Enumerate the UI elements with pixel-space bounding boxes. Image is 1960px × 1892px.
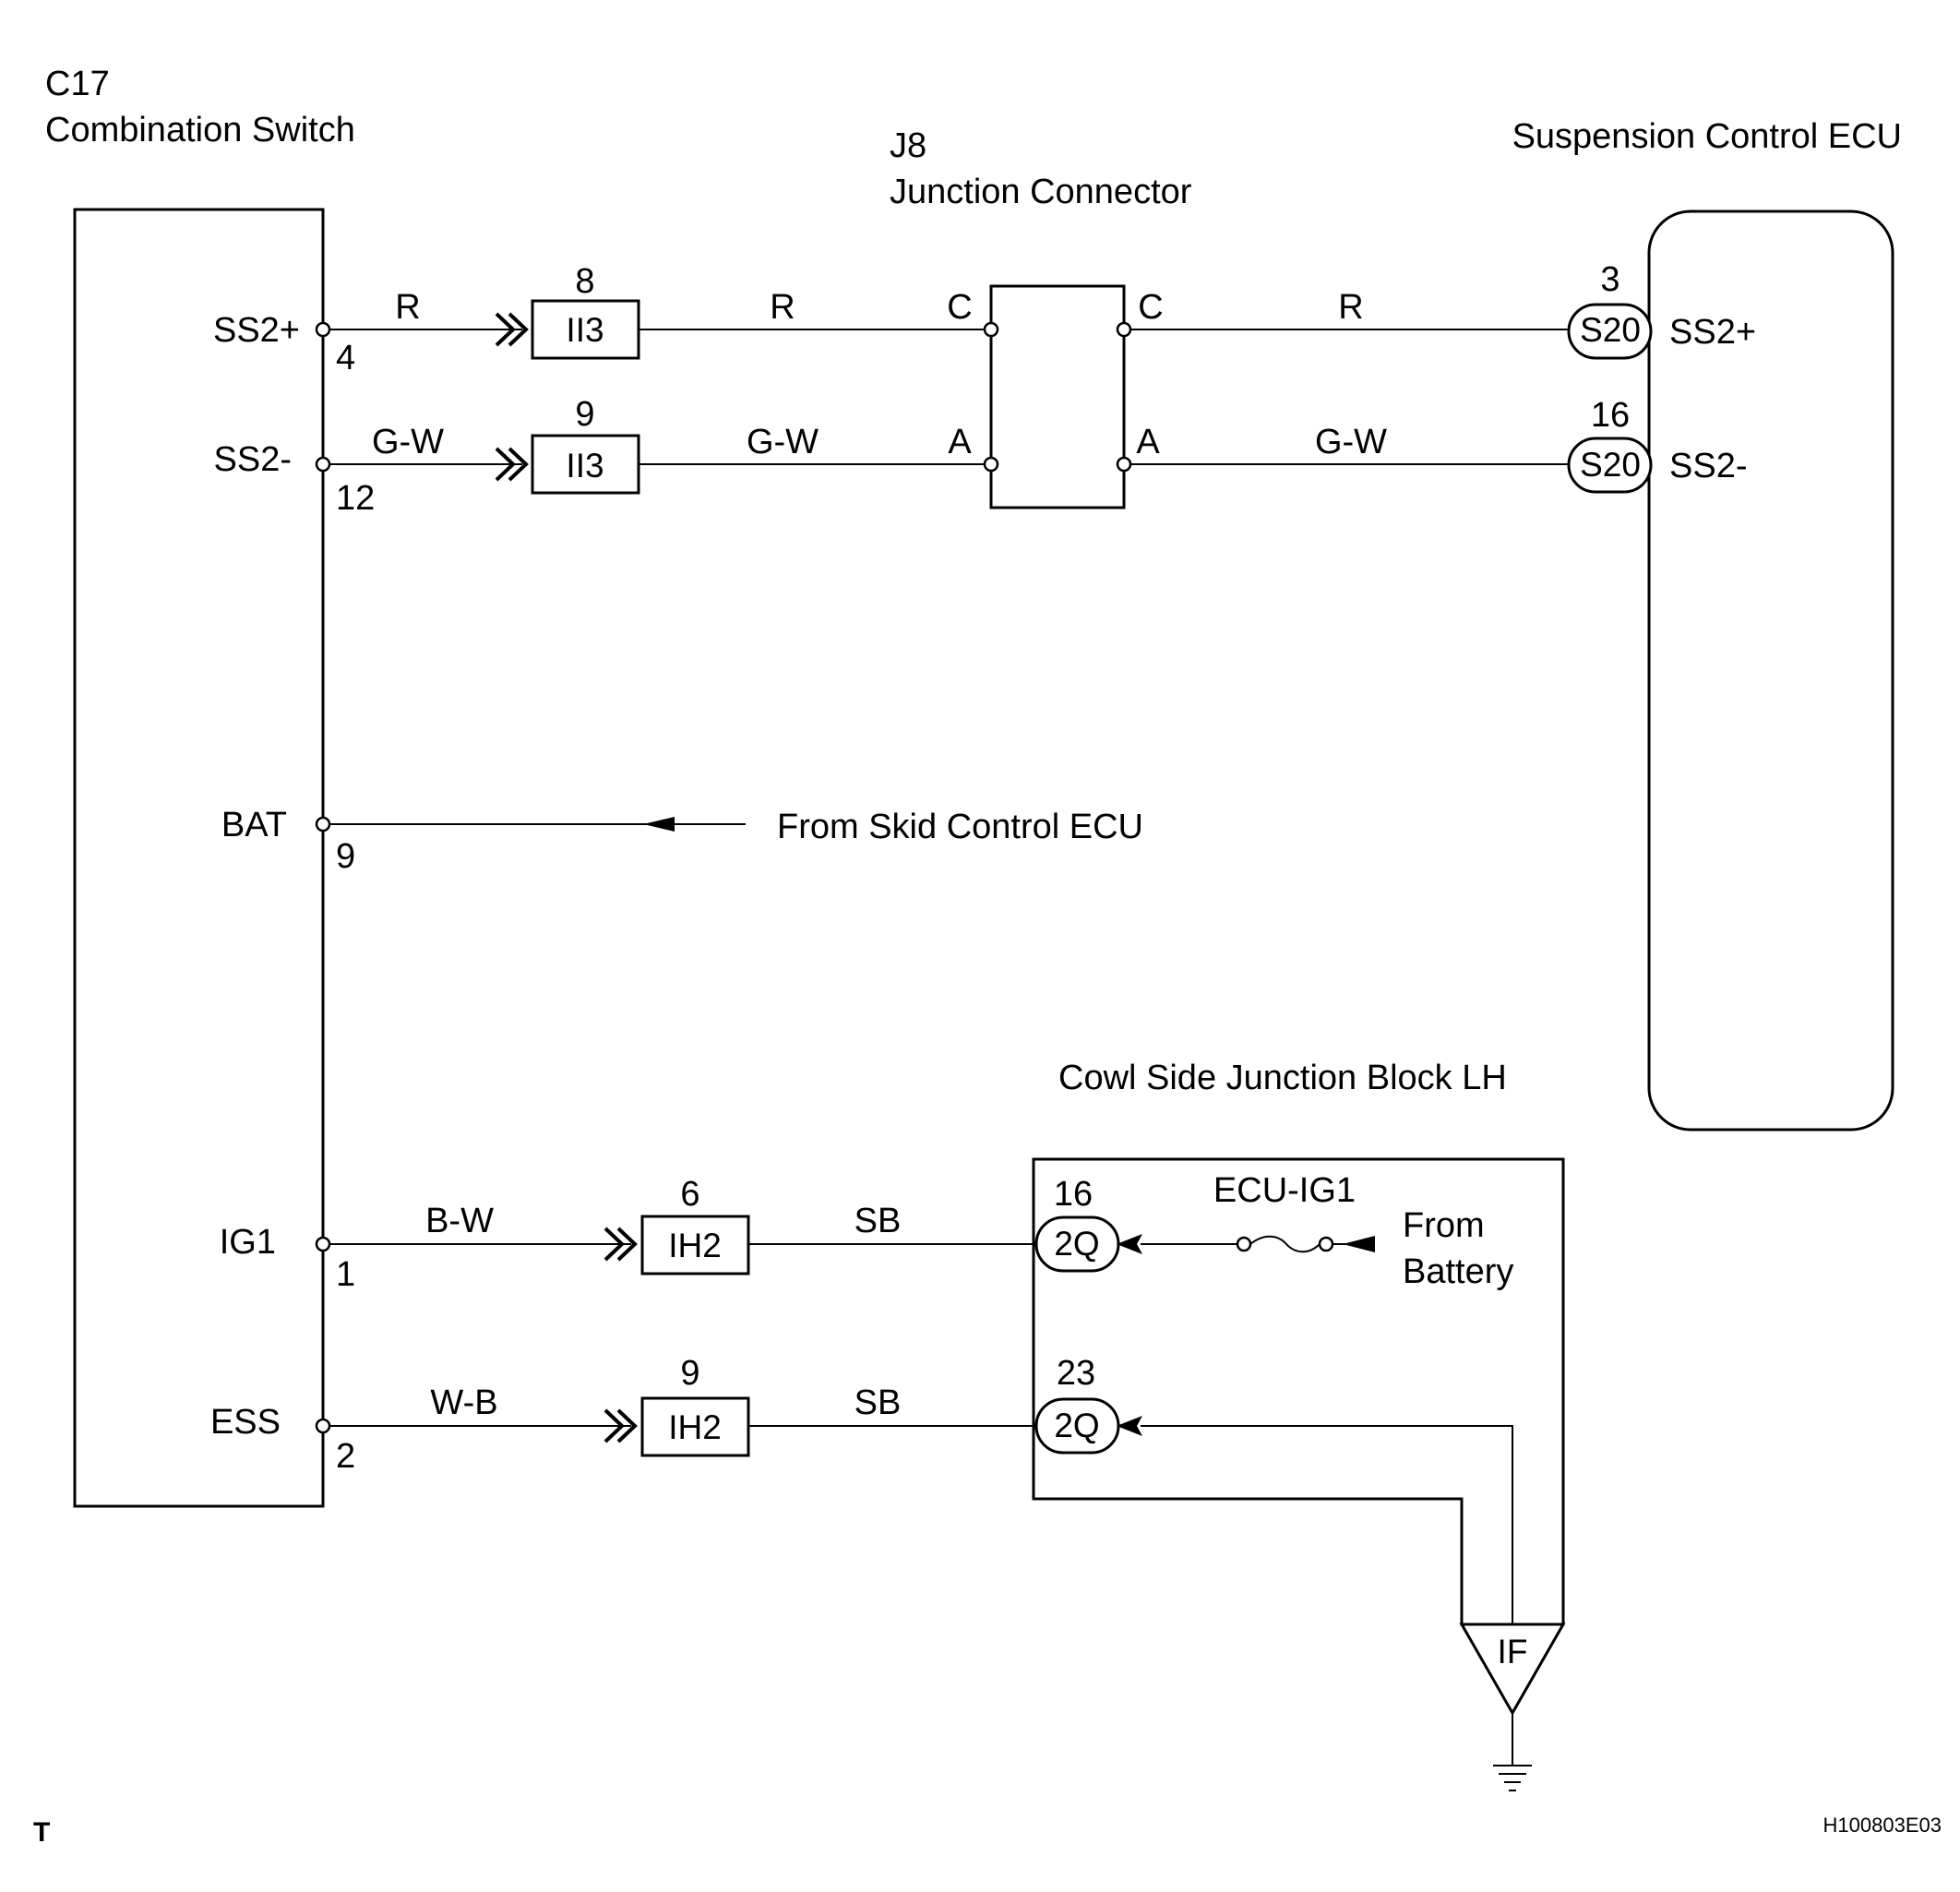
pin-label-ess: ESS [210, 1403, 281, 1442]
combination-switch-box [73, 208, 325, 1508]
wire-ess: IH2 9 W-B SB [315, 1354, 1036, 1457]
cowl-pin-number: 23 [1057, 1354, 1095, 1393]
connector-chevron [604, 1408, 638, 1443]
pin-number-12: 12 [336, 479, 375, 518]
inline-pin-number: 9 [575, 395, 594, 434]
wire-color-label: SB [855, 1383, 902, 1422]
combination-switch-id: C17 [45, 65, 110, 103]
inline-connector-label: II3 [566, 447, 604, 485]
wire-color-label: G-W [1315, 423, 1387, 461]
connector-chevron [495, 447, 529, 482]
figure-code: H100803E03 [1823, 1814, 1942, 1837]
suspension-ecu-box [1647, 210, 1894, 1132]
suspension-ecu-name: Suspension Control ECU [1512, 117, 1902, 156]
pin-label-ss2-minus: SS2- [214, 440, 292, 479]
inline-pin-number: 9 [680, 1354, 699, 1393]
cowl-pin-number: 16 [1054, 1175, 1093, 1214]
arrow-icon [1117, 1416, 1142, 1436]
from-battery-line1: From [1403, 1206, 1485, 1245]
connector-chevron [604, 1227, 638, 1262]
wire-color-label: B-W [425, 1202, 494, 1240]
suspension-control-ecu: Suspension Control ECU [1512, 117, 1902, 1132]
ecu-pin-number: 3 [1600, 260, 1619, 299]
junction-connector-box [989, 284, 1126, 509]
wire-color-label: W-B [430, 1383, 497, 1422]
ground-label: IF [1498, 1633, 1528, 1670]
pin-label-ss2-plus: SS2+ [213, 311, 300, 350]
wire-color-label: G-W [747, 423, 819, 461]
connector-chevron [495, 312, 529, 347]
wire-bat: From Skid Control ECU [315, 808, 1143, 846]
ecu-connector-label: S20 [1580, 311, 1641, 349]
ecu-connector-label: S20 [1580, 446, 1641, 484]
from-battery-line2: Battery [1403, 1252, 1513, 1291]
pin-number-9: 9 [336, 837, 355, 876]
cowl-junction-block: Cowl Side Junction Block LH IF 2Q 16 ECU… [1032, 1059, 1566, 1791]
wire-color-label: SB [855, 1202, 902, 1240]
wire-ss2-minus: II3 9 G-W G-W A A G-W S20 16 SS2- [315, 395, 1747, 495]
combination-switch: C17 Combination Switch SS2+ 4 SS2- 12 BA… [45, 65, 375, 1508]
cowl-block-name: Cowl Side Junction Block LH [1058, 1059, 1507, 1097]
junction-connector-id: J8 [890, 126, 926, 165]
junction-pin-c-left: C [947, 288, 972, 327]
ecu-connector-s20 [1567, 303, 1653, 360]
junction-pin-a-left: A [948, 423, 972, 461]
inline-connector-label: IH2 [668, 1227, 722, 1264]
wire-ig1: IH2 6 B-W SB [315, 1175, 1036, 1275]
cowl-connector-label: 2Q [1054, 1225, 1099, 1263]
junction-pin-a-right: A [1136, 423, 1160, 461]
wire-color-label: R [395, 288, 420, 327]
fuse-label: ECU-IG1 [1213, 1171, 1356, 1210]
inline-connector-label: IH2 [668, 1408, 722, 1446]
inline-connector-label: II3 [566, 311, 604, 349]
pin-number-4: 4 [336, 339, 355, 377]
wire-color-label: R [1338, 288, 1363, 327]
bat-source-label: From Skid Control ECU [777, 808, 1143, 846]
ground-icon [1493, 1713, 1532, 1791]
wire-color-label: G-W [372, 423, 444, 461]
pin-label-bat: BAT [221, 806, 287, 844]
inline-pin-number: 8 [575, 262, 594, 301]
ecu-pin-label: SS2+ [1669, 313, 1756, 352]
combination-switch-name: Combination Switch [45, 111, 355, 150]
inline-pin-number: 6 [680, 1175, 699, 1214]
arrow-icon [1117, 1234, 1142, 1254]
fuse-icon [1236, 1235, 1334, 1253]
wire-ss2-plus: II3 8 R R C C R S20 3 SS2+ [315, 260, 1756, 360]
pin-number-2: 2 [336, 1437, 355, 1476]
footer-left-mark: T [33, 1817, 50, 1848]
arrow-icon [643, 817, 675, 832]
pin-label-ig1: IG1 [220, 1223, 276, 1262]
pin-number-1: 1 [336, 1255, 355, 1294]
wire-color-label: R [770, 288, 795, 327]
junction-connector-name: Junction Connector [890, 173, 1192, 211]
ecu-pin-label: SS2- [1669, 447, 1747, 485]
ecu-connector-s20 [1567, 437, 1653, 494]
cowl-connector-label: 2Q [1054, 1407, 1099, 1444]
ecu-pin-number: 16 [1591, 396, 1630, 435]
junction-pin-c-right: C [1138, 288, 1163, 327]
arrow-icon [1343, 1236, 1375, 1252]
